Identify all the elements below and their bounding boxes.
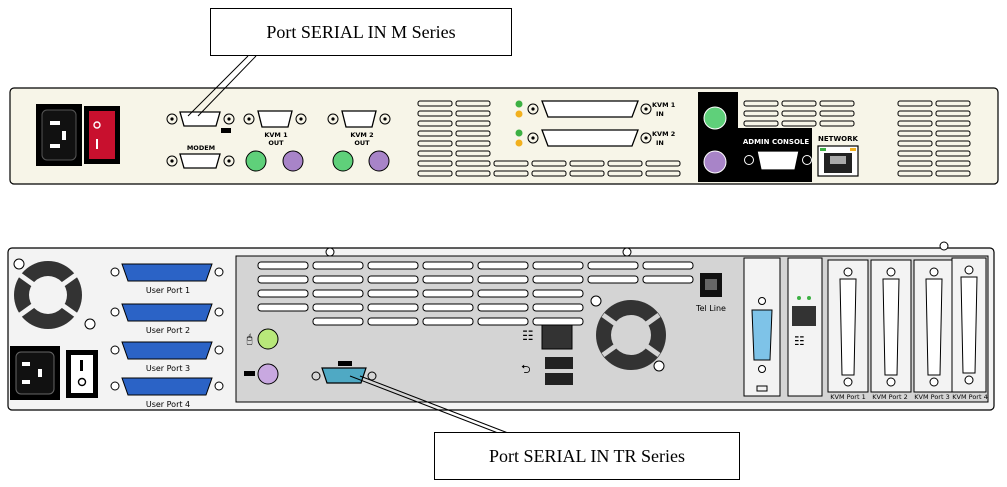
kvm1-mouse-ps2-port-icon — [245, 150, 267, 172]
user-port-3-label: User Port 3 — [146, 364, 190, 373]
m-series-callout: Port SERIAL IN M Series — [210, 8, 512, 56]
kvm-port-4-card — [951, 257, 987, 393]
user-port-4-label: User Port 4 — [146, 400, 190, 409]
user-port-3-icon — [110, 341, 224, 360]
usb-port-1-icon — [545, 357, 573, 369]
network-icon: ☷ — [522, 329, 534, 344]
user-port-2-icon — [110, 303, 224, 322]
tr-serial-in-port-icon — [311, 361, 377, 384]
kvm2-in-sublabel: IN — [656, 139, 664, 147]
user-port-4-icon — [110, 377, 224, 396]
tr-mouse-ps2-port-icon — [257, 328, 279, 350]
keyboard-icon — [244, 371, 255, 376]
kvm2-out-vga-port-icon — [327, 110, 391, 128]
kvm1-in-port-icon — [515, 100, 652, 118]
kvm-port-3-label: KVM Port 3 — [914, 393, 949, 401]
network-card-slot: ☷ — [787, 257, 823, 397]
screw-icons — [13, 241, 949, 372]
kvm2-in-port-icon — [515, 129, 652, 147]
network-label: NETWORK — [818, 135, 858, 143]
power-inlet-icon — [36, 104, 82, 166]
kvm-port-2-card — [870, 259, 912, 393]
kvm-port-1-card — [827, 259, 869, 393]
svg-text:☷: ☷ — [794, 334, 805, 348]
vent-slots-left — [417, 100, 491, 177]
kvm1-out-vga-port-icon — [243, 110, 307, 128]
fan-left-icon — [14, 261, 82, 329]
kvm-port-1-label: KVM Port 1 — [830, 393, 865, 401]
kvm1-in-sublabel: IN — [656, 110, 664, 118]
power-switch-icon — [84, 106, 120, 164]
tr-series-callout: Port SERIAL IN TR Series — [434, 432, 740, 480]
usb-icon: ⮌ — [521, 362, 531, 376]
kvm-port-4-label: KVM Port 4 — [952, 393, 987, 401]
network-rj45-port-icon — [817, 145, 859, 177]
kvm2-in-label: KVM 2 — [652, 130, 675, 138]
m-series-rear-panel: MODEM KVM 1 OUT KVM 2 OUT — [9, 87, 999, 185]
kvm-port-3-card — [913, 259, 955, 393]
tr-vent-slots — [257, 261, 694, 326]
serial-in-port-icon — [166, 111, 235, 133]
modem-label: MODEM — [187, 144, 215, 152]
fan-middle-icon — [596, 300, 666, 370]
user-port-1-icon — [110, 263, 224, 282]
tr-power-inlet-icon — [10, 346, 60, 400]
mouse-icon: 🖯 — [246, 332, 253, 346]
kvm-port-2-label: KVM Port 2 — [872, 393, 907, 401]
kvm1-out-label: KVM 1 — [264, 131, 288, 139]
vent-slots-right-upper — [743, 100, 855, 127]
vent-slots-middle — [493, 160, 681, 177]
tel-line-label: Tel Line — [695, 304, 726, 313]
user-port-2-label: User Port 2 — [146, 326, 190, 335]
admin-console-block — [698, 92, 812, 182]
kvm2-keyboard-ps2-port-icon — [368, 150, 390, 172]
callout-leader-lines — [187, 55, 509, 434]
tr-series-rear-panel: User Port 1 User Port 2 User Port 3 User… — [7, 241, 995, 411]
admin-console-label: ADMIN CONSOLE — [743, 138, 809, 146]
tr-power-switch-icon — [66, 350, 98, 398]
usb-port-2-icon — [545, 373, 573, 385]
user-port-1-label: User Port 1 — [146, 286, 190, 295]
vent-slots-far-right — [897, 100, 971, 177]
kvm1-keyboard-ps2-port-icon — [282, 150, 304, 172]
kvm1-in-label: KVM 1 — [652, 101, 676, 109]
modem-port-icon — [166, 153, 235, 169]
kvm1-out-sublabel: OUT — [268, 139, 284, 147]
tr-keyboard-ps2-port-icon — [257, 363, 279, 385]
kvm2-out-sublabel: OUT — [354, 139, 370, 147]
vga-card-slot — [743, 257, 781, 397]
kvm2-mouse-ps2-port-icon — [332, 150, 354, 172]
kvm2-out-label: KVM 2 — [350, 131, 373, 139]
tr-rj45-port-icon — [541, 324, 573, 350]
